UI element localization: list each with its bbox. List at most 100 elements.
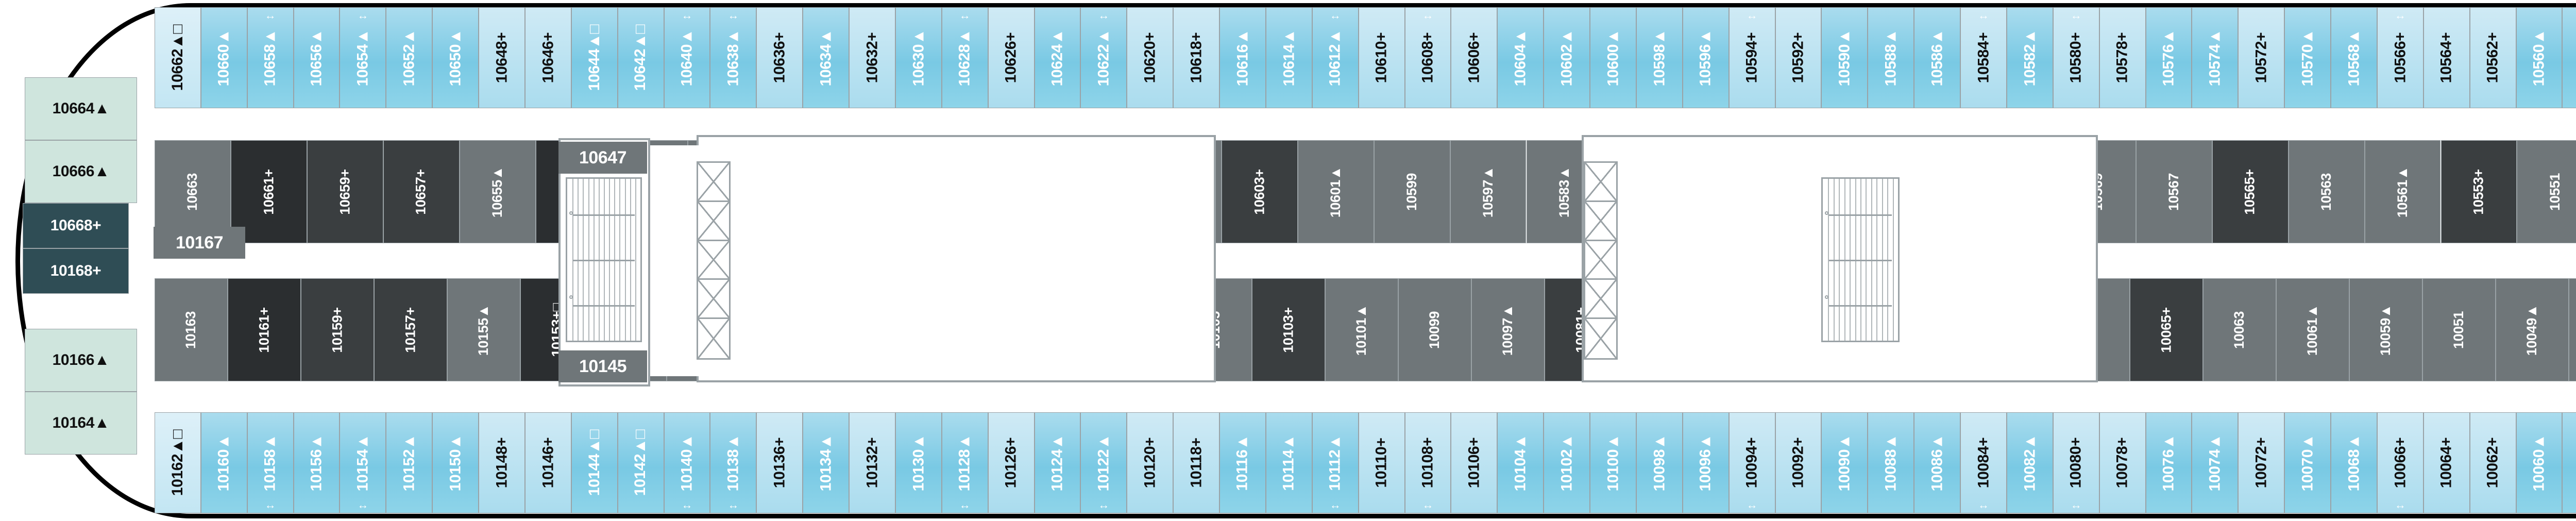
cabin-port-outer-10634[interactable]: 10634▲ [803, 7, 850, 108]
cabin-starboard-outer-10138[interactable]: 10138▲↔ [710, 412, 757, 513]
cabin-starboard-outer-10102[interactable]: 10102▲ [1544, 412, 1590, 513]
cabin-starboard-outer-10124[interactable]: 10124▲ [1034, 412, 1081, 513]
cabin-port-outer-10594[interactable]: 10594+↔ [1728, 7, 1775, 108]
cabin-port-outer-10662[interactable]: 10662▲□ [155, 7, 201, 108]
cabin-starboard-outer-10080[interactable]: 10080+↔ [2053, 412, 2099, 513]
cabin-starboard-outer-10136[interactable]: 10136+ [756, 412, 803, 513]
cabin-port-outer-10592[interactable]: 10592+ [1775, 7, 1822, 108]
cabin-starboard-outer-10078[interactable]: 10078+ [2099, 412, 2146, 513]
cabin-starboard-outer-10108[interactable]: 10108+↔ [1404, 412, 1451, 513]
cabin-starboard-outer-10066[interactable]: 10066+↔ [2377, 412, 2424, 513]
cabin-starboard-inner-10155[interactable]: 10155▲ [447, 278, 520, 381]
cabin-port-outer-10604[interactable]: 10604▲ [1497, 7, 1544, 108]
cabin-starboard-outer-10116[interactable]: 10116▲ [1219, 412, 1266, 513]
cabin-starboard-outer-10104[interactable]: 10104▲ [1497, 412, 1544, 513]
cabin-starboard-outer-10152[interactable]: 10152▲ [386, 412, 433, 513]
cabin-starboard-outer-10070[interactable]: 10070▲ [2284, 412, 2331, 513]
cabin-starboard-outer-10076[interactable]: 10076▲ [2145, 412, 2192, 513]
cabin-port-outer-10618[interactable]: 10618+ [1173, 7, 1220, 108]
public-room-tag-10167[interactable]: 10167 [154, 227, 245, 259]
cabin-starboard-outer-10072[interactable]: 10072+ [2238, 412, 2285, 513]
cabin-port-outer-10640[interactable]: 10640▲↔ [664, 7, 710, 108]
cabin-starboard-outer-10162[interactable]: 10162▲□ [155, 412, 201, 513]
cabin-port-outer-10658[interactable]: 10658▲↔ [247, 7, 294, 108]
cabin-starboard-outer-10090[interactable]: 10090▲ [1821, 412, 1868, 513]
cabin-port-outer-10616[interactable]: 10616▲ [1219, 7, 1266, 108]
cabin-port-inner-10655[interactable]: 10655▲ [459, 140, 536, 243]
cabin-starboard-inner-10159[interactable]: 10159+ [301, 278, 374, 381]
cabin-starboard-outer-10114[interactable]: 10114▲ [1265, 412, 1312, 513]
cabin-port-outer-10578[interactable]: 10578+ [2099, 7, 2146, 108]
cabin-starboard-inner-10061[interactable]: 10061▲ [2276, 278, 2349, 381]
cabin-starboard-outer-10060[interactable]: 10060▲ [2516, 412, 2563, 513]
cabin-port-outer-10562[interactable]: 10562+ [2469, 7, 2516, 108]
cabin-port-outer-10636[interactable]: 10636+ [756, 7, 803, 108]
cabin-port-outer-10566[interactable]: 10566+↔ [2377, 7, 2424, 108]
cabin-port-outer-10656[interactable]: 10656▲ [293, 7, 340, 108]
cabin-port-outer-10588[interactable]: 10588▲ [1868, 7, 1914, 108]
cabin-port-outer-10624[interactable]: 10624▲ [1034, 7, 1081, 108]
cabin-starboard-outer-10088[interactable]: 10088▲ [1868, 412, 1914, 513]
cabin-port-outer-10600[interactable]: 10600▲ [1590, 7, 1636, 108]
cabin-port-outer-10650[interactable]: 10650▲ [432, 7, 479, 108]
cabin-port-outer-10642[interactable]: 10642▲□ [617, 7, 664, 108]
cabin-port-outer-10570[interactable]: 10570▲ [2284, 7, 2331, 108]
cabin-starboard-outer-10156[interactable]: 10156▲ [293, 412, 340, 513]
cabin-port-outer-10652[interactable]: 10652▲ [386, 7, 433, 108]
cabin-starboard-outer-10118[interactable]: 10118+ [1173, 412, 1220, 513]
cabin-port-outer-10628[interactable]: 10628▲↔ [941, 7, 988, 108]
cabin-starboard-inner-10063[interactable]: 10063 [2203, 278, 2276, 381]
cabin-forward-10168[interactable]: 10168+ [23, 248, 129, 294]
cabin-starboard-outer-10144[interactable]: 10144▲□ [571, 412, 618, 513]
cabin-port-outer-10560[interactable]: 10560▲ [2516, 7, 2563, 108]
public-room-tag-10647[interactable]: 10647 [558, 142, 647, 174]
cabin-port-outer-10606[interactable]: 10606+ [1451, 7, 1498, 108]
cabin-port-inner-10663[interactable]: 10663 [155, 140, 231, 243]
cabin-port-outer-10620[interactable]: 10620+ [1127, 7, 1174, 108]
cabin-port-inner-10567[interactable]: 10567 [2136, 140, 2212, 243]
cabin-starboard-outer-10106[interactable]: 10106+ [1451, 412, 1498, 513]
cabin-starboard-outer-10134[interactable]: 10134▲ [803, 412, 850, 513]
cabin-port-outer-10608[interactable]: 10608+↔ [1404, 7, 1451, 108]
cabin-port-outer-10626[interactable]: 10626+ [988, 7, 1035, 108]
cabin-forward-10166[interactable]: 10166▲ [25, 329, 137, 392]
cabin-port-inner-10657[interactable]: 10657+ [383, 140, 460, 243]
cabin-starboard-outer-10074[interactable]: 10074▲ [2192, 412, 2239, 513]
cabin-starboard-inner-10065[interactable]: 10065+ [2130, 278, 2203, 381]
cabin-starboard-outer-10128[interactable]: 10128▲↔ [941, 412, 988, 513]
cabin-port-outer-10574[interactable]: 10574▲ [2192, 7, 2239, 108]
cabin-starboard-inner-10157[interactable]: 10157+ [374, 278, 447, 381]
cabin-port-outer-10598[interactable]: 10598▲ [1636, 7, 1683, 108]
cabin-port-inner-10659[interactable]: 10659+ [307, 140, 383, 243]
cabin-forward-10164[interactable]: 10164▲ [25, 392, 137, 455]
cabin-starboard-inner-10101[interactable]: 10101▲ [1325, 278, 1398, 381]
cabin-starboard-outer-10100[interactable]: 10100▲ [1590, 412, 1636, 513]
cabin-port-inner-10603[interactable]: 10603+ [1221, 140, 1298, 243]
cabin-port-outer-10646[interactable]: 10646+ [524, 7, 571, 108]
cabin-starboard-inner-10097[interactable]: 10097▲ [1471, 278, 1545, 381]
cabin-port-outer-10660[interactable]: 10660▲ [200, 7, 247, 108]
cabin-starboard-outer-10130[interactable]: 10130▲ [895, 412, 942, 513]
cabin-starboard-outer-10062[interactable]: 10062+ [2469, 412, 2516, 513]
cabin-starboard-inner-10163[interactable]: 10163 [155, 278, 228, 381]
cabin-starboard-outer-10148[interactable]: 10148+ [479, 412, 525, 513]
cabin-starboard-inner-10059[interactable]: 10059▲ [2349, 278, 2422, 381]
cabin-port-outer-10586[interactable]: 10586▲ [1914, 7, 1961, 108]
cabin-port-outer-10568[interactable]: 10568▲ [2331, 7, 2377, 108]
cabin-starboard-outer-10110[interactable]: 10110+ [1358, 412, 1405, 513]
cabin-port-outer-10582[interactable]: 10582▲ [2006, 7, 2053, 108]
cabin-port-inner-10565[interactable]: 10565+ [2212, 140, 2289, 243]
cabin-starboard-outer-10094[interactable]: 10094+↔ [1728, 412, 1775, 513]
cabin-starboard-outer-10084[interactable]: 10084+↔ [1960, 412, 2007, 513]
cabin-port-outer-10614[interactable]: 10614▲ [1265, 7, 1312, 108]
cabin-starboard-outer-10132[interactable]: 10132+ [849, 412, 895, 513]
cabin-port-inner-10597[interactable]: 10597▲ [1450, 140, 1527, 243]
cabin-starboard-inner-10049[interactable]: 10049▲ [2496, 278, 2569, 381]
cabin-forward-10664[interactable]: 10664▲ [25, 77, 137, 140]
cabin-port-outer-10580[interactable]: 10580+↔ [2053, 7, 2099, 108]
cabin-starboard-outer-10068[interactable]: 10068▲ [2331, 412, 2377, 513]
cabin-port-outer-10558[interactable]: 10558▲ [2562, 7, 2576, 108]
cabin-port-inner-10599[interactable]: 10599 [1374, 140, 1450, 243]
cabin-starboard-inner-10099[interactable]: 10099 [1398, 278, 1471, 381]
cabin-port-inner-10561[interactable]: 10561▲ [2364, 140, 2441, 243]
